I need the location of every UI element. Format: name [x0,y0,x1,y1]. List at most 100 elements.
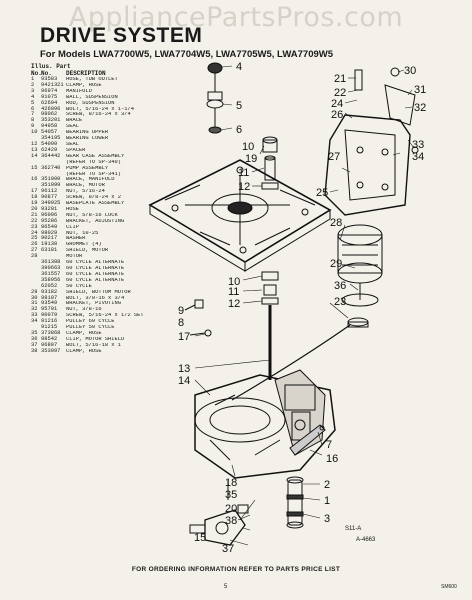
part-number: 93201 [41,205,58,212]
part-description: HOSE [66,206,79,212]
callout-35: 35 [225,489,237,501]
part-number-index: 14 [31,152,38,159]
part-number-index: 25 [31,235,38,242]
callout-2: 2 [324,479,330,491]
part-number: 96807 [41,341,58,348]
callout-10: 10 [242,141,254,153]
part-description: NUT, 5/8-16 LOCK [66,212,118,218]
part-number: 95286 [41,217,58,224]
callout-1: 1 [324,495,330,507]
part-description: CLAMP, HOSE [66,348,102,354]
part-description: SCREW, 8/16-24 x 3/4 [66,112,131,118]
parts-list-header: Illus. Part No. No. DESCRIPTION [31,63,181,77]
part-number: 93182 [41,288,58,295]
part-number-index: 8 [31,117,35,124]
parts-row: 351099 BRACE, MOTOR [31,182,181,189]
callout-34: 34 [412,151,424,163]
callout-14: 14 [178,375,190,387]
callout-26: 26 [331,109,343,121]
header-no: No. [31,70,42,77]
part-description: BRACE, MOTOR [66,183,105,189]
bolts-drawing [184,299,229,500]
callout-23: 23 [334,296,346,308]
callout-11-lower: 11 [228,286,239,298]
part-description: SCREW, 5/16-24 x 1/2 SET [66,313,144,319]
part-description: CLAMP, HOSE [66,82,102,88]
part-description: SEAL [66,141,79,147]
baseplate-drawing [148,159,332,272]
part-number-index: 28 [31,253,38,260]
part-description: GEAR CASE ASSEMBLY [66,153,125,159]
parts-row: (REFER TO SP-341) [31,172,181,178]
page-title: DRIVE SYSTEM [40,24,203,47]
part-number: 90217 [41,235,58,242]
part-description: CLIP [66,224,79,230]
part-number-index: 10 [31,129,38,136]
callout-21: 21 [334,73,346,85]
callout-13: 13 [178,363,190,375]
part-description: 60 CYCLE ALTERNATE [66,277,125,283]
part-number-index: 38 [31,347,38,354]
part-number: 91215 [41,324,58,331]
part-number-index: 33 [31,312,38,319]
part-description: SPACER [66,147,86,153]
callout-25: 25 [316,187,328,199]
part-description: BRACKET, PIVOTING [66,301,121,307]
part-number-index: 26 [31,241,38,248]
part-description: BASEPLATE ASSEMBLY [66,201,125,207]
part-number: 94958 [41,123,58,130]
part-number: 353097 [41,347,61,354]
part-number-index: 17 [31,188,38,195]
part-number: 351000 [41,176,61,183]
parts-row: 6 426096 BOLT, 5/16-24 x 1-1/4 [31,105,181,113]
bearing-stack-upper [261,136,279,190]
callout-12: 12 [238,181,250,193]
part-description: 60 CYCLE ALTERNATE [66,266,125,271]
part-description: (REFER TO SP-340) [66,159,121,165]
pulley-drawing [347,317,369,328]
part-number-index: 16 [31,176,38,183]
part-number: 351099 [41,182,61,189]
callout-16: 16 [326,453,338,465]
part-number: 90877 [41,194,58,201]
callout-27: 27 [328,151,340,163]
part-number: 358956 [41,276,61,283]
callout-5: 5 [236,100,242,112]
part-description: BALL, SUSPENSION [66,94,118,100]
page-number: 5 [224,584,228,590]
part-number: 54057 [41,129,58,136]
part-number: 426096 [41,105,61,112]
part-description: NUT, 3/8-16 [66,307,102,313]
part-description: SEAL [66,124,79,130]
part-number: 98542 [41,335,58,342]
callout-15: 15 [194,532,206,544]
part-number-index: 29 [31,288,38,295]
callout-24: 24 [331,98,343,110]
part-description: BOLT, 5/16-24 x 1-1/4 [66,106,134,112]
part-number: 63181 [41,247,58,254]
part-number: 91075 [41,93,58,100]
part-description: PULLEY 50 CYCLE [66,325,115,331]
part-number: 54099 [41,140,58,147]
part-number: 353201 [41,117,61,124]
motor-bracket-drawing [324,67,419,216]
callout-22: 22 [334,87,346,99]
part-number-index: 6 [31,105,35,112]
callout-19: 19 [245,153,257,165]
